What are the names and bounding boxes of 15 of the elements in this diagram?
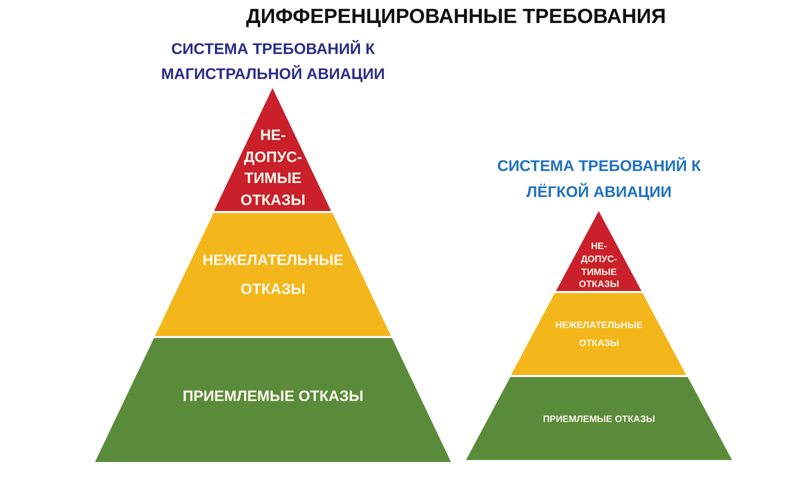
tier-label: ПРИЕМЛЕМЫЕ ОТКАЗЫ <box>182 387 364 407</box>
pyramid-heading: СИСТЕМА ТРЕБОВАНИЙ К ЛЁГКОЙ АВИАЦИИ <box>496 156 702 203</box>
diagram-title: ДИФФЕРЕНЦИРОВАННЫЕ ТРЕБОВАНИЯ <box>246 5 666 29</box>
pyramid-tier <box>466 377 732 460</box>
tier-label: НЕ- ДОПУС- ТИМЫЕ ОТКАЗЫ <box>578 240 620 291</box>
pyramid-tier <box>511 293 687 375</box>
pyramid-tier <box>154 213 392 336</box>
pyramid-heading: СИСТЕМА ТРЕБОВАНИЙ К МАГИСТРАЛЬНОЙ АВИАЦИИ <box>160 39 386 85</box>
pyramid-tier <box>556 211 642 291</box>
tier-label: НЕЖЕЛАТЕЛЬНЫЕ ОТКАЗЫ <box>555 319 643 350</box>
pyramid-tier <box>95 338 451 462</box>
tier-label: ПРИЕМЛЕМЫЕ ОТКАЗЫ <box>542 412 656 426</box>
pyramid-tier <box>214 88 332 211</box>
tier-label: НЕ- ДОПУС- ТИМЫЕ ОТКАЗЫ <box>240 126 306 210</box>
tier-label: НЕЖЕЛАТЕЛЬНЫЕ ОТКАЗЫ <box>202 250 344 300</box>
